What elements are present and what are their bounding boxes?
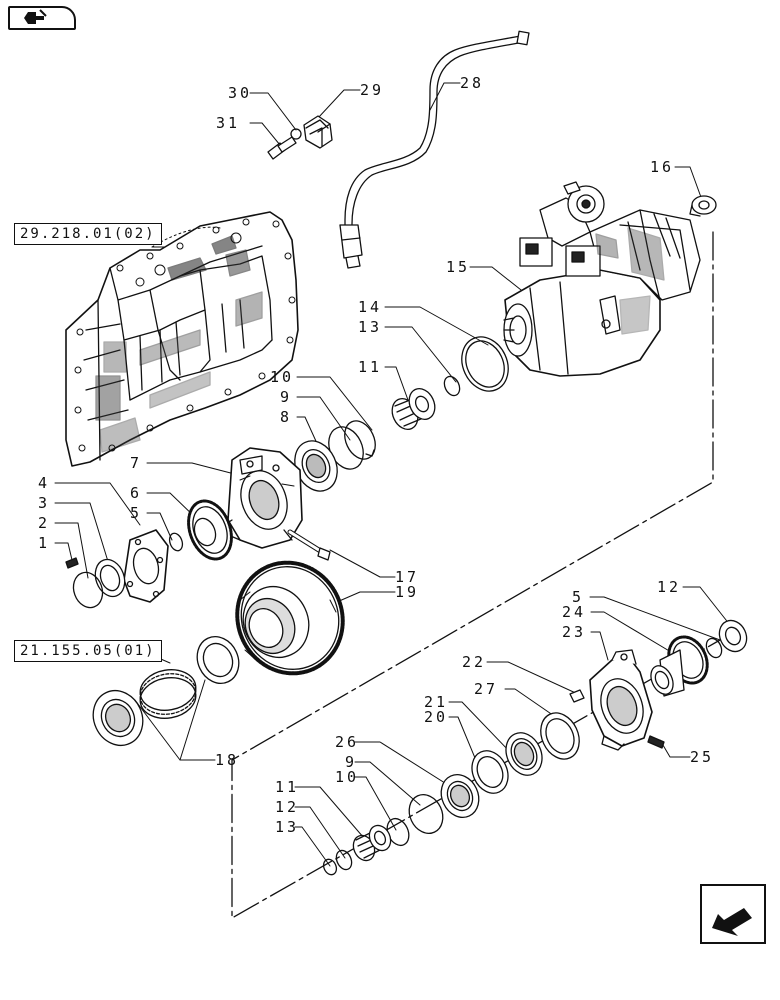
callout-22: 22: [462, 653, 487, 671]
callout-5-lower: 5: [572, 588, 585, 606]
callout-4: 4: [38, 474, 51, 492]
part-27-seal: [540, 712, 580, 760]
part-24-gear-shaft: [650, 635, 709, 697]
part-19-large-gear: [235, 560, 345, 676]
part-21-bearing: [505, 732, 543, 776]
part-1-screw: [65, 557, 79, 569]
part-15-hydraulic-pump: [503, 181, 701, 377]
part-11-needle-bearing-lower: [352, 824, 392, 862]
callout-20: 20: [424, 708, 449, 726]
callout-13: 13: [358, 318, 383, 336]
part-10-circlip: [344, 420, 376, 460]
part-16-plug: [689, 195, 717, 217]
part-14-o-ring-inner: [465, 340, 505, 388]
reference-box-gear[interactable]: 21.155.05(01): [14, 640, 162, 662]
part-30-washer: [290, 128, 302, 140]
callout-5: 5: [130, 504, 143, 522]
part-31-bolt: [267, 136, 297, 160]
part-22-plug: [569, 689, 585, 703]
part-2-ring: [72, 571, 104, 609]
callout-11-lower: 11: [275, 778, 300, 796]
callout-17: 17: [395, 568, 420, 586]
callout-6: 6: [130, 484, 143, 502]
next-page-arrow-icon: [712, 905, 755, 936]
callout-2: 2: [38, 514, 51, 532]
callout-10: 10: [270, 368, 295, 386]
part-18-rings: [139, 669, 197, 719]
callout-13-lower: 13: [275, 818, 300, 836]
part-14-o-ring: [461, 336, 509, 392]
part-11-needle-bearing: [391, 387, 436, 431]
part-9-ring-lower: [408, 794, 444, 834]
callout-9: 9: [280, 388, 293, 406]
part-12-ring-right: [718, 619, 748, 653]
callout-16: 16: [650, 158, 675, 176]
assembly-boundary-line: [231, 231, 721, 919]
part-7-bearing-support: [225, 447, 303, 549]
callout-15: 15: [446, 258, 471, 276]
next-page-button[interactable]: [700, 884, 766, 944]
callout-7: 7: [130, 454, 143, 472]
callout-21: 21: [424, 693, 449, 711]
housing-reference-dotted-leader: [151, 226, 221, 248]
callout-29: 29: [360, 81, 385, 99]
part-13-snap-ring: [443, 375, 461, 397]
callout-3: 3: [38, 494, 51, 512]
part-6-gear: [187, 499, 233, 561]
part-5-snap-ring-lower: [705, 637, 723, 659]
part-5-snap-ring-upper: [168, 532, 184, 552]
callout-26: 26: [335, 733, 360, 751]
part-4-cover-plate: [123, 529, 169, 603]
transmission-housing: [65, 211, 299, 467]
housing-bolt-holes: [74, 218, 296, 452]
leader-lines-lower: [294, 586, 731, 867]
callout-1: 1: [38, 534, 51, 552]
callout-25: 25: [690, 748, 715, 766]
callout-27: 27: [474, 680, 499, 698]
back-arrow-icon: [24, 9, 47, 24]
callout-24: 24: [562, 603, 587, 621]
part-26-bearing: [440, 774, 480, 818]
part-3-seal: [94, 558, 126, 598]
back-button[interactable]: [8, 6, 76, 30]
callout-12-lower: 12: [275, 798, 300, 816]
part-25-screw: [647, 735, 665, 749]
callout-9-lower: 9: [345, 753, 358, 771]
callout-14: 14: [358, 298, 383, 316]
callout-11: 11: [358, 358, 383, 376]
reference-box-housing[interactable]: 29.218.01(02): [14, 223, 162, 245]
part-18-bearing-upper: [196, 636, 240, 684]
callout-31: 31: [216, 114, 241, 132]
part-8-bearing: [294, 440, 338, 492]
callout-12-right: 12: [657, 578, 682, 596]
callout-23: 23: [562, 623, 587, 641]
part-12-ring-lower: [335, 849, 353, 871]
part-18-bearing-lower: [92, 690, 144, 746]
callout-30: 30: [228, 84, 253, 102]
callout-8: 8: [280, 408, 293, 426]
callout-18: 18: [215, 751, 240, 769]
part-20-race: [471, 750, 509, 794]
callout-10-lower: 10: [335, 768, 360, 786]
part-23-carrier-housing: [589, 649, 653, 751]
part-29-clip: [303, 115, 333, 149]
part-28-hose: [339, 30, 530, 269]
part-17-screw: [287, 529, 331, 561]
callout-19: 19: [395, 583, 420, 601]
callout-28: 28: [460, 74, 485, 92]
part-13-snap-ring-lower: [322, 858, 338, 876]
